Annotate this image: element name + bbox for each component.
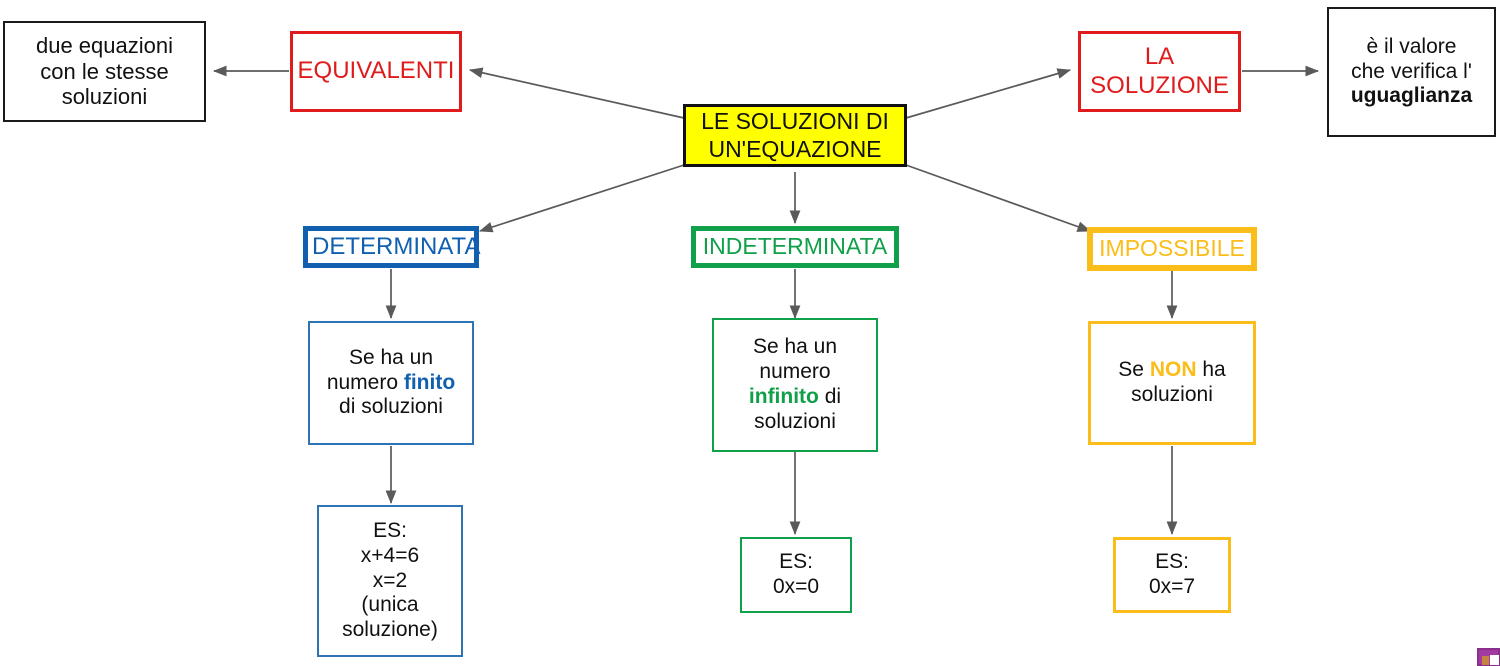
impossibile-es-text: ES: 0x=7 (1116, 550, 1228, 600)
node-e-il-valore: è il valore che verifica l' uguaglianza (1327, 7, 1496, 137)
e-il-valore-line-2: che verifica l' (1351, 59, 1472, 83)
edge-center-la-soluzione (905, 68, 1071, 119)
corner-watermark-icon (1477, 648, 1500, 666)
e-il-valore-text: è il valore che verifica l' uguaglianza (1329, 35, 1494, 109)
indeterminata-es-line-2: 0x=0 (772, 575, 820, 598)
indeterminata-desc-text: Se ha un numero infinito di soluzioni (714, 335, 876, 434)
indeterminata-desc-line-3b: di (818, 385, 842, 408)
edge-center-equivalenti (469, 67, 685, 119)
impossibile-desc-line-1a: Se (1118, 358, 1150, 382)
indeterminata-es-line-1: ES: (779, 550, 813, 574)
indeterminata-es-text: ES: 0x=0 (742, 550, 850, 600)
due-equazioni-line-1: due equazioni (35, 32, 173, 58)
node-determinata-es: ES: x+4=6 x=2 (unica soluzione) (317, 505, 463, 657)
edge-center-impossibile (905, 164, 1091, 232)
la-soluzione-line-2: SOLUZIONE (1090, 71, 1229, 99)
impossibile-desc-line-1c: ha (1196, 358, 1226, 382)
center-text: LE SOLUZIONI DI UN'EQUAZIONE (686, 108, 904, 162)
impossibile-desc-text: Se NON ha soluzioni (1091, 358, 1253, 408)
determinata-desc-line-1: Se ha un (348, 345, 434, 369)
due-equazioni-line-3: soluzioni (61, 84, 148, 110)
la-soluzione-text: LA SOLUZIONE (1081, 43, 1238, 100)
determinata-es-line-5: soluzione) (342, 618, 438, 642)
la-soluzione-line-1: LA (1144, 43, 1175, 71)
e-il-valore-line-3-strong: uguaglianza (1350, 84, 1473, 108)
node-due-equazioni: due equazioni con le stesse soluzioni (3, 21, 206, 122)
impossibile-label: IMPOSSIBILE (1099, 235, 1245, 262)
determinata-desc-text: Se ha un numero finito di soluzioni (310, 346, 472, 420)
impossibile-es-line-2: 0x=7 (1148, 575, 1196, 598)
node-determinata: DETERMINATA (303, 226, 481, 268)
indeterminata-desc-line-1: Se ha un (752, 335, 838, 359)
determinata-es-line-3: x=2 (372, 568, 408, 592)
impossibile-desc-emph: NON (1149, 358, 1197, 382)
determinata-desc-line-3: di soluzioni (339, 395, 443, 419)
indeterminata-desc-line-2: numero (759, 360, 831, 384)
node-due-equazioni-text: due equazioni con le stesse soluzioni (5, 33, 204, 111)
determinata-es-line-1: ES: (373, 519, 407, 543)
center-line-2: UN'EQUAZIONE (708, 135, 882, 162)
indeterminata-desc-line-4: soluzioni (754, 409, 836, 433)
node-impossibile-es: ES: 0x=7 (1113, 537, 1231, 613)
determinata-es-line-2: x+4=6 (360, 543, 420, 567)
node-indeterminata-es: ES: 0x=0 (740, 537, 852, 613)
edge-center-determinata (479, 164, 685, 233)
due-equazioni-line-2: con le stesse (40, 58, 169, 84)
node-la-soluzione: LA SOLUZIONE (1078, 31, 1241, 112)
determinata-desc-line-2a: numero (326, 370, 404, 394)
node-indeterminata: INDETERMINATA (691, 226, 899, 268)
node-impossibile: IMPOSSIBILE (1087, 227, 1257, 271)
node-impossibile-desc: Se NON ha soluzioni (1088, 321, 1256, 445)
determinata-es-line-4: (unica (361, 593, 419, 617)
node-indeterminata-desc: Se ha un numero infinito di soluzioni (712, 318, 878, 452)
equivalenti-label: EQUIVALENTI (297, 57, 455, 85)
center-line-1: LE SOLUZIONI DI (701, 108, 889, 135)
determinata-desc-emph: finito (403, 370, 456, 394)
corner-watermark-shape-a (1482, 656, 1489, 665)
determinata-label: DETERMINATA (312, 232, 481, 260)
e-il-valore-line-1: è il valore (1366, 34, 1457, 58)
node-center-le-soluzioni: LE SOLUZIONI DI UN'EQUAZIONE (683, 104, 907, 167)
determinata-es-text: ES: x+4=6 x=2 (unica soluzione) (319, 519, 461, 643)
impossibile-es-line-1: ES: (1155, 550, 1189, 574)
impossibile-desc-line-2: soluzioni (1131, 383, 1213, 406)
corner-watermark-shape-b (1490, 655, 1499, 665)
node-determinata-desc: Se ha un numero finito di soluzioni (308, 321, 474, 445)
indeterminata-desc-emph: infinito (748, 385, 819, 408)
indeterminata-label: INDETERMINATA (702, 233, 888, 260)
node-equivalenti: EQUIVALENTI (290, 31, 462, 112)
